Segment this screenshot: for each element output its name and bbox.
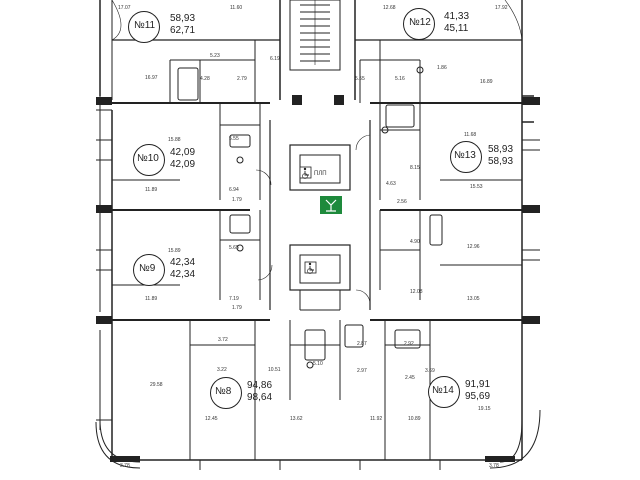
room-area-label: 3.22 xyxy=(217,367,227,373)
room-area-label: 19.15 xyxy=(478,406,491,412)
room-area-label: 13.05 xyxy=(467,296,480,302)
apartment-number: №8 xyxy=(215,386,232,397)
apartment-badge xyxy=(133,254,165,286)
room-area-label: 2.97 xyxy=(357,368,367,374)
room-area-label: 17.07 xyxy=(118,5,131,11)
room-area-label: 3.78 xyxy=(489,463,499,469)
room-area-label: 16.89 xyxy=(480,79,493,85)
apartment-badge xyxy=(403,8,435,40)
apartment-area: 58,93 xyxy=(488,144,514,155)
apartment-area-alt: 42,09 xyxy=(170,159,196,170)
room-area-label: 3.69 xyxy=(425,368,435,374)
room-area-label: 11.89 xyxy=(145,296,158,302)
room-area-label: 1.86 xyxy=(437,65,447,71)
room-area-label: 11.92 xyxy=(370,416,383,422)
apartment-number: №10 xyxy=(137,153,159,164)
room-area-label: 6.94 xyxy=(229,187,239,193)
room-area-label: 2.79 xyxy=(237,76,247,82)
room-area-label: 5.16 xyxy=(395,76,405,82)
room-area-label: 12.45 xyxy=(205,416,218,422)
apartment-area-alt: 45,11 xyxy=(444,23,469,34)
room-area-label: 13.62 xyxy=(290,416,303,422)
apartment-badge xyxy=(133,144,165,176)
room-area-label: 1.79 xyxy=(232,197,242,203)
room-area-label: 4.28 xyxy=(200,76,210,82)
room-area-label: 2.92 xyxy=(404,341,414,347)
room-area-label: 5.10 xyxy=(313,361,323,367)
room-area-label: 8.15 xyxy=(410,165,420,171)
elevator-label: ПЛП xyxy=(314,171,327,177)
room-area-label: 11.89 xyxy=(145,187,158,193)
apartment-area-alt: 58,93 xyxy=(488,156,514,167)
room-area-label: 5.55 xyxy=(355,76,365,82)
apartment-number: №9 xyxy=(139,263,156,274)
room-area-label: 15.89 xyxy=(168,248,181,254)
apartment-number: №12 xyxy=(409,17,431,28)
apartment-area-alt: 98,64 xyxy=(247,392,273,403)
apartment-area-alt: 42,34 xyxy=(170,269,196,280)
apartment-badge xyxy=(210,377,242,409)
room-area-label: 4.63 xyxy=(386,181,396,187)
room-area-label: 10.51 xyxy=(268,367,281,373)
room-area-label: 11.68 xyxy=(464,132,477,138)
room-area-label: 17.92 xyxy=(495,5,508,11)
apartment-area: 94,86 xyxy=(247,380,273,391)
room-area-label: 12.08 xyxy=(410,289,423,295)
apartment-area: 91,91 xyxy=(465,379,491,390)
room-area-label: 5.23 xyxy=(210,53,220,59)
room-area-label: 2.87 xyxy=(357,341,367,347)
room-area-label: 11.60 xyxy=(230,5,243,11)
room-area-label: 12.96 xyxy=(467,244,480,250)
apartment-number: №13 xyxy=(454,150,476,161)
apartment-number: №11 xyxy=(134,20,156,31)
room-area-label: 5.55 xyxy=(229,136,239,142)
room-area-label: 15.88 xyxy=(168,137,181,143)
room-area-label: 1.79 xyxy=(232,305,242,311)
apartment-badge xyxy=(450,141,482,173)
wheelchair-icon xyxy=(304,261,317,274)
apartment-number: №14 xyxy=(432,385,454,396)
wheelchair-icon xyxy=(299,166,312,179)
room-area-label: 2.56 xyxy=(397,199,407,205)
room-area-label: 15.53 xyxy=(470,184,483,190)
room-area-label: 3.78 xyxy=(120,463,130,469)
room-area-label: 12.68 xyxy=(383,5,396,11)
room-area-label: 29.58 xyxy=(150,382,163,388)
room-area-label: 16.97 xyxy=(145,75,158,81)
apartment-area-alt: 95,69 xyxy=(465,391,491,402)
apartment-area: 41,33 xyxy=(444,11,470,22)
apartment-area: 58,93 xyxy=(170,13,196,24)
apartment-badge xyxy=(128,11,160,43)
room-area-label: 2.45 xyxy=(405,375,415,381)
room-area-label: 6.19 xyxy=(270,56,280,62)
room-area-label: 7.19 xyxy=(229,296,239,302)
apartment-area-alt: 62,71 xyxy=(170,25,196,36)
room-area-label: 10.89 xyxy=(408,416,421,422)
apartment-badge xyxy=(428,376,460,408)
apartment-area: 42,09 xyxy=(170,147,196,158)
room-area-label: 3.72 xyxy=(218,337,228,343)
room-area-label: 4.90 xyxy=(410,239,420,245)
room-area-label: 5.65 xyxy=(229,245,239,251)
apartment-area: 42,34 xyxy=(170,257,196,268)
